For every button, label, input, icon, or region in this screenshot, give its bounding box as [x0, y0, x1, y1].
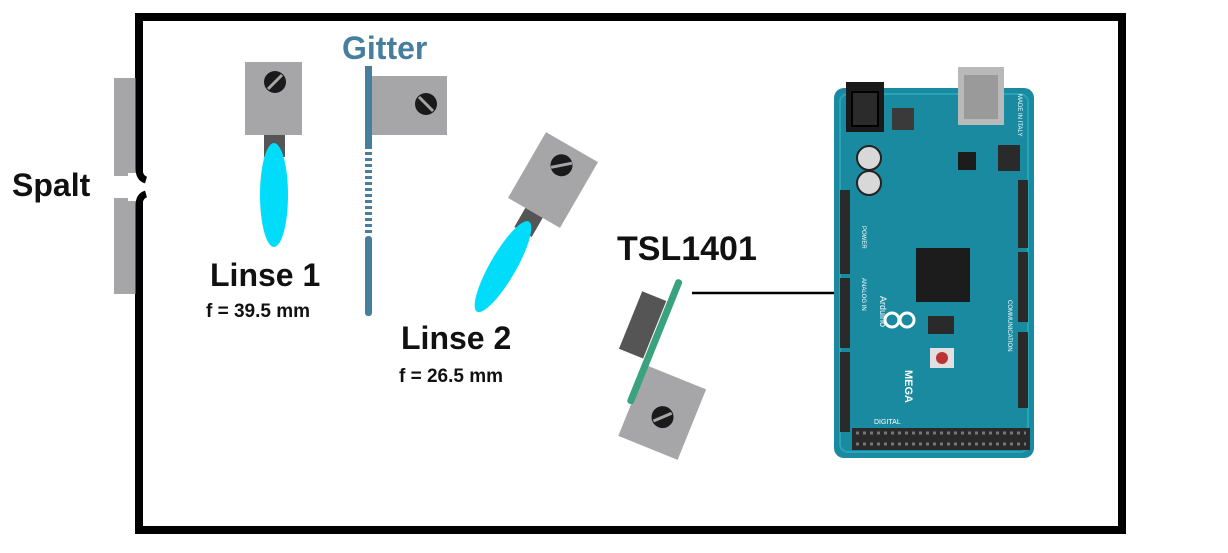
left-header-2	[840, 278, 850, 348]
sensor-holder	[618, 291, 667, 359]
made-in-text: MADE IN ITALY	[1016, 94, 1022, 136]
sensor-label: TSL1401	[617, 230, 757, 268]
slit-edge-bottom	[135, 190, 148, 534]
left-header-1	[840, 190, 850, 274]
slit-edge-top	[135, 15, 148, 184]
arduino-mega-board: MEGA Arduino DIGITAL POWER ANALOG IN COM…	[834, 67, 1034, 458]
usb-connector-inner	[964, 75, 998, 119]
screw-slot	[550, 161, 573, 169]
mega-logo-text: MEGA	[902, 370, 914, 403]
slit-assembly	[114, 15, 148, 534]
slit-label: Spalt	[12, 167, 91, 203]
lens2-assembly	[474, 132, 598, 313]
lens1-assembly	[245, 62, 302, 247]
reset-button	[936, 352, 948, 364]
lens2-focal-label: f = 26.5 mm	[399, 366, 503, 387]
right-header-2	[1018, 252, 1028, 322]
capacitor	[856, 170, 882, 196]
capacitor	[856, 145, 882, 171]
right-header-3	[1018, 332, 1028, 408]
screw-slot	[266, 73, 284, 91]
sensor-assembly	[618, 279, 707, 460]
voltage-regulator	[892, 108, 914, 130]
power-text: POWER	[860, 226, 866, 249]
screw-slot	[417, 95, 435, 113]
grating-bar-top	[365, 66, 372, 146]
right-header-1	[1018, 180, 1028, 248]
icsp-header-top	[998, 145, 1020, 171]
power-jack-hole	[851, 91, 879, 127]
bottom-header	[852, 428, 1030, 450]
screw-slot	[652, 411, 673, 423]
usb-chip	[958, 152, 976, 170]
communication-text: COMMUNICATION	[1006, 300, 1012, 352]
analog-text: ANALOG IN	[860, 278, 866, 311]
sensor-board	[627, 279, 683, 405]
lens2-mount	[508, 132, 598, 228]
grating-bar-bottom	[365, 236, 372, 316]
arduino-logo: MEGA Arduino	[878, 296, 916, 403]
grating-assembly	[365, 66, 447, 316]
lens1	[260, 143, 288, 247]
lens2-label: Linse 2	[401, 320, 511, 356]
grating-label: Gitter	[342, 30, 427, 66]
lens1-focal-label: f = 39.5 mm	[206, 301, 310, 322]
lens2	[474, 221, 532, 313]
lens1-label: Linse 1	[210, 257, 320, 293]
brand-text: Arduino	[878, 296, 888, 327]
digital-text: DIGITAL	[874, 419, 901, 426]
left-header-3	[840, 352, 850, 432]
icsp-header	[928, 316, 954, 334]
microcontroller-chip	[916, 248, 970, 302]
